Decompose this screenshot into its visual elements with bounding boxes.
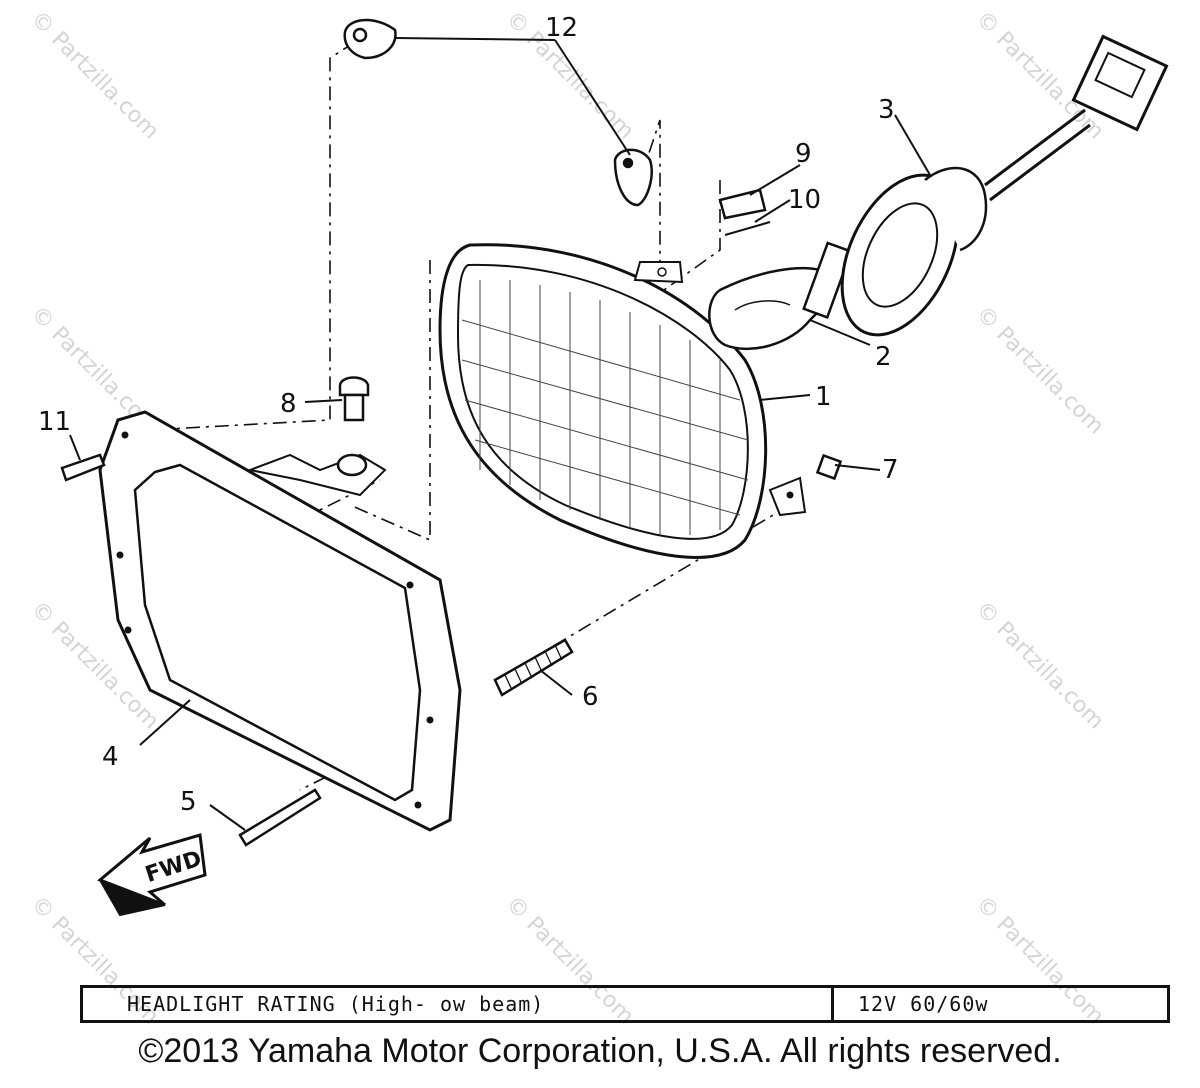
callout-2: 2 <box>875 342 892 372</box>
leader-lines <box>69 37 931 831</box>
sealed-beam-unit <box>438 243 807 559</box>
callout-10: 10 <box>788 185 821 215</box>
callouts: 1 2 3 4 5 6 7 8 9 10 11 12 <box>38 13 899 817</box>
copyright-notice: ©2013 Yamaha Motor Corporation, U.S.A. A… <box>138 1032 1062 1070</box>
callout-1: 1 <box>815 382 832 412</box>
rating-label: HEADLIGHT RATING (High- ow beam) <box>127 992 545 1016</box>
headlight-rating-table: HEADLIGHT RATING (High- ow beam) 12V 60/… <box>80 985 1170 1023</box>
watermark: © Partzilla.com <box>971 302 1109 440</box>
callout-4: 4 <box>102 742 119 772</box>
watermark: © Partzilla.com <box>26 7 164 145</box>
callout-8: 8 <box>280 389 297 419</box>
callout-6: 6 <box>582 682 599 712</box>
fwd-arrow: FWD <box>97 833 207 917</box>
rating-value: 12V 60/60w <box>858 992 989 1016</box>
rating-divider <box>831 988 834 1020</box>
callout-7: 7 <box>882 455 899 485</box>
callout-9: 9 <box>795 139 812 169</box>
small-parts <box>60 18 843 847</box>
callout-12: 12 <box>545 13 578 43</box>
callout-5: 5 <box>180 787 197 817</box>
headlight-rim <box>98 410 462 832</box>
watermark: © Partzilla.com <box>971 597 1109 735</box>
bulb <box>708 241 853 351</box>
callout-3: 3 <box>878 95 895 125</box>
callout-11: 11 <box>38 407 71 437</box>
socket-assembly <box>840 34 1169 337</box>
